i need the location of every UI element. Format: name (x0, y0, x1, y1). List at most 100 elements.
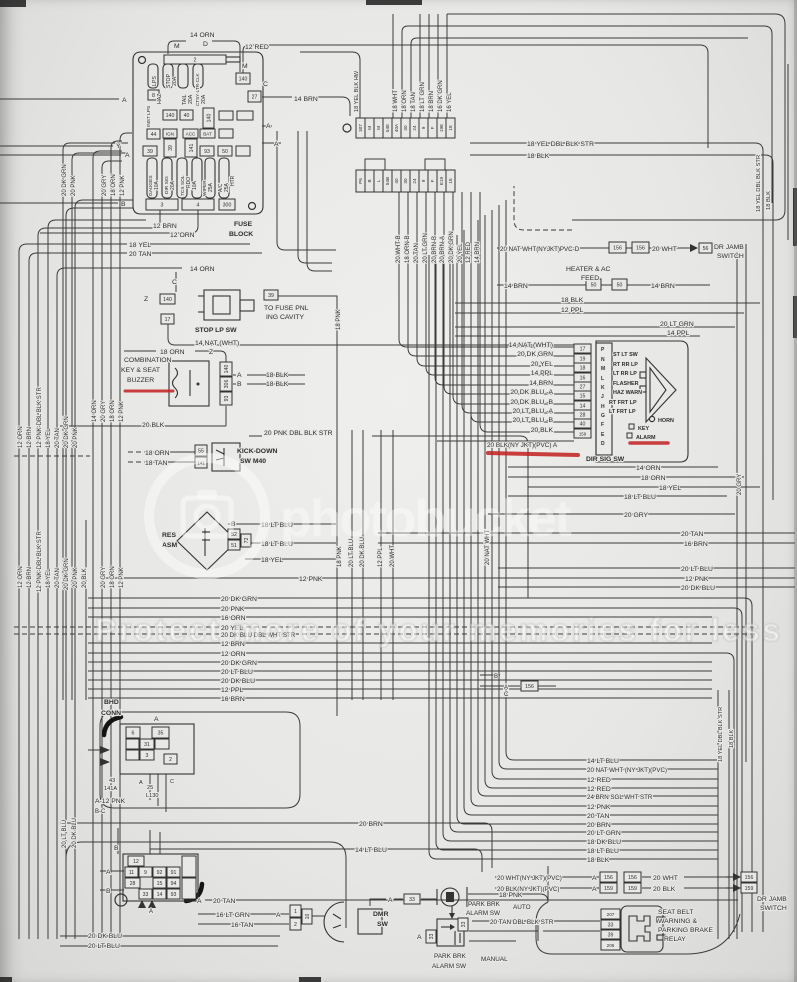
wire-label: 20 LT BLU -A (512, 408, 553, 415)
wire-label: 18 ORN (110, 400, 116, 422)
wire-label: 20 BLK (142, 422, 165, 429)
terminal-box-label: 156 (525, 684, 534, 690)
terminal-box-label: 15 (157, 881, 163, 887)
wire-label: 10A (154, 180, 160, 190)
wire-path (794, 0, 797, 982)
wire-label: 20 BRN (359, 821, 383, 828)
wire-path (92, 150, 122, 939)
terminal-box-label: BAT (203, 132, 212, 137)
terminal-box-label: 6 (132, 731, 135, 737)
wire-path (56, 267, 182, 939)
terminal-box (573, 343, 592, 354)
terminal-box-label: 14 (157, 892, 163, 898)
wire-label: M (242, 63, 248, 70)
wire-label: 20 TAN (213, 898, 236, 905)
wire-label: H (601, 404, 605, 410)
wire-path (401, 25, 758, 118)
wire-label: 18 ORN (641, 475, 666, 482)
wire-label: 20 DK BLU (681, 585, 715, 592)
wire-label: 12 BRN (153, 223, 177, 230)
terminal-box-label: 140 (163, 297, 172, 303)
wire-label: KICK-DOWN (237, 448, 277, 455)
terminal-circle (196, 382, 200, 386)
wire-path (425, 192, 574, 376)
terminal-box-label: 18 (580, 366, 586, 372)
wire-label: 20 WHT (390, 545, 396, 567)
terminal-box (623, 871, 642, 883)
terminal-box-label: 17 (580, 347, 586, 353)
wire-label: 20 DK BLU DBL WHT STR (221, 632, 296, 639)
wire-path (203, 289, 241, 321)
wire-label: 14 ORN (190, 266, 215, 273)
wire-path (150, 848, 483, 872)
wire-path (407, 192, 574, 357)
wire-label: 20 LT BLU -B (512, 417, 553, 424)
wire-label: 20 GRY (624, 512, 649, 519)
strip-cell-label: 24 (412, 178, 417, 184)
wire-path (491, 210, 718, 780)
wire-label: 20 DK GRN (62, 164, 68, 196)
terminal-box-label: 159 (628, 886, 637, 892)
wire-label: A (125, 152, 130, 159)
terminal-box (162, 109, 178, 121)
wire-label: TAIL (182, 94, 188, 105)
wire-label: C (172, 279, 177, 286)
wire-label: ALARM SW (432, 963, 467, 970)
dashed-wires (14, 186, 758, 635)
wire-label: 18 YEL DBL BLK STR (527, 141, 594, 148)
wire-label: 20 PNK (71, 175, 77, 196)
wire-path (369, 898, 386, 906)
wire-path (479, 192, 574, 433)
wire-path (215, 449, 225, 455)
terminal-box-label: 300 (223, 203, 232, 209)
terminal-box-label: 44 (151, 132, 157, 138)
wire-path (191, 157, 203, 199)
terminal-box (218, 110, 234, 121)
wire-label: F (601, 422, 604, 428)
wire-label: B (494, 674, 498, 680)
terminal-box (199, 145, 215, 157)
wire-label: FEED (581, 275, 599, 282)
terminal-box (611, 278, 628, 291)
wire-label: DIR SIG (164, 176, 170, 194)
wire-label: A (154, 716, 159, 723)
terminal-box-label: 72 (244, 538, 250, 544)
wiring-harness (0, 13, 795, 955)
wire-label: B (237, 381, 242, 388)
wire-label: RDO (186, 177, 192, 188)
park-brake-auto-switch (436, 887, 468, 919)
wire-label: M (174, 43, 180, 50)
terminal-box-label: 159 (745, 886, 754, 892)
wire-label: 14 ORN (190, 32, 215, 39)
terminal-box (163, 54, 227, 65)
strip-cell-label: F (430, 126, 435, 129)
wire-label: B-C (95, 809, 106, 815)
wire-label: A (388, 897, 393, 904)
terminal-box (608, 241, 627, 254)
strip-cell-label: P6 (358, 178, 363, 184)
wire-label: 20 WHT (653, 875, 678, 882)
terminal-box (219, 391, 233, 406)
key-seat-buzzer (168, 360, 210, 407)
wire-label: 14 ORN (92, 400, 98, 422)
wire-label: 12 PNK-DBL BLK STR (37, 387, 43, 448)
wire-label: ST LT SW (613, 352, 639, 358)
terminal-box-label: 156 (604, 875, 613, 881)
wire-path (470, 142, 764, 932)
wire-label: PARK BRK (468, 901, 501, 908)
wire-label: D (601, 441, 605, 447)
terminal-circles (114, 55, 656, 907)
strip-cell-label: 40 (394, 178, 399, 184)
wire-label: 25A (208, 182, 214, 192)
terminal-box (600, 908, 621, 920)
terminal-box (154, 738, 170, 750)
terminal-box (152, 877, 167, 889)
wire-label: 141A (104, 786, 117, 792)
terminal-box (124, 866, 139, 878)
wire-label: 20 DK BLU (72, 818, 78, 848)
terminal-box-label: 19 (580, 357, 586, 363)
wire-path (37, 227, 146, 939)
terminal-circle (247, 201, 257, 211)
wire-label: 20 BRN (587, 822, 611, 829)
wire-label: 12 PNK (299, 576, 323, 583)
